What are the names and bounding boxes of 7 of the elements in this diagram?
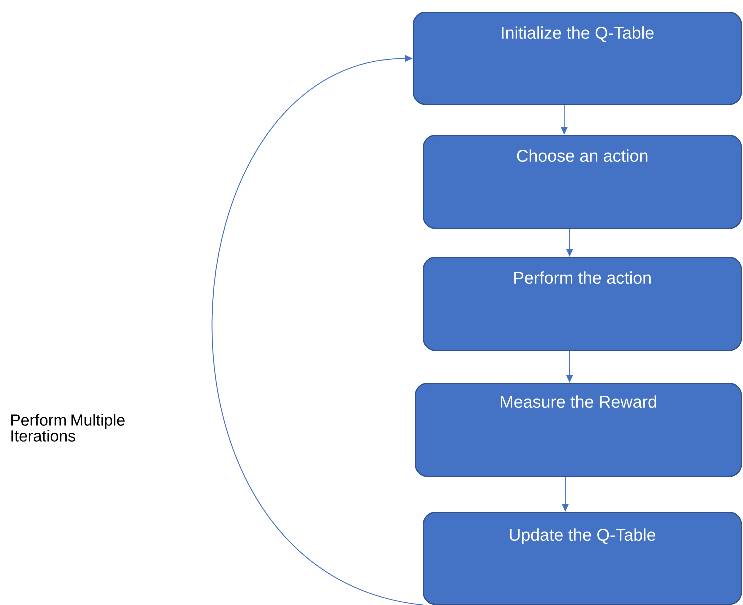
process-box: Update the Q-Table xyxy=(423,512,742,605)
process-box: Perform the action xyxy=(423,257,742,352)
arrow xyxy=(212,55,424,605)
note-text: Perform Multiple Iterations xyxy=(12,414,125,442)
process-box: Choose an action xyxy=(423,135,742,230)
process-box: Measure the Reward xyxy=(415,383,742,478)
process-box: Initialize the Q-Table xyxy=(413,12,742,106)
